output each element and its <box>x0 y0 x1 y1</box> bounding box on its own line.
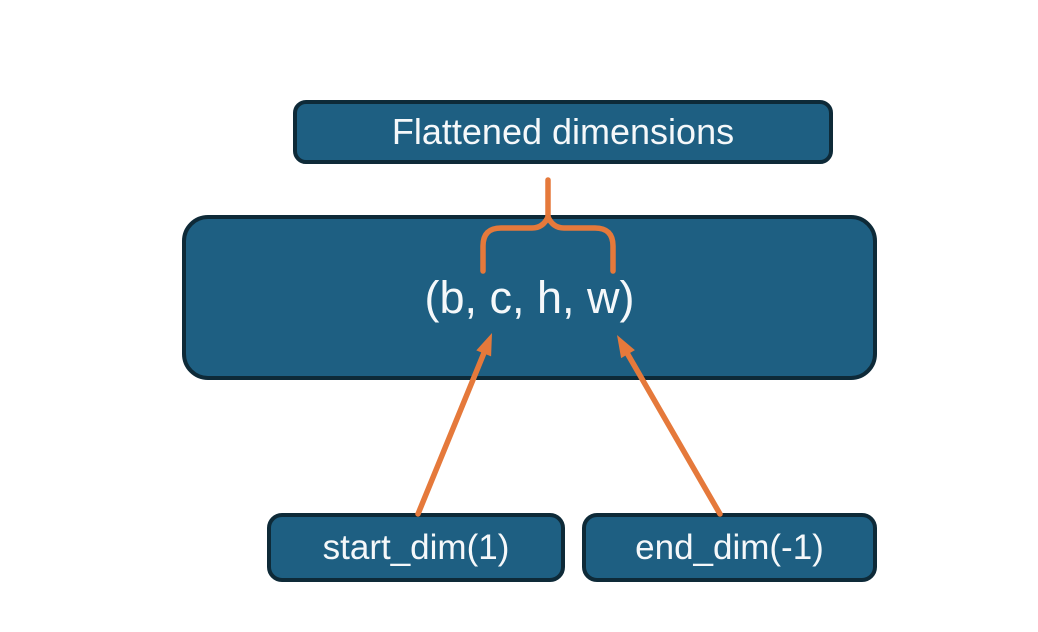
tensor-shape-box: (b, c, h, w) <box>182 215 877 380</box>
start-dim-box: start_dim(1) <box>267 513 565 582</box>
start-dim-label: start_dim(1) <box>322 527 510 567</box>
flattened-dimensions-label: Flattened dimensions <box>391 111 735 152</box>
flattened-dimensions-box: Flattened dimensions <box>293 100 833 164</box>
tensor-shape-label: (b, c, h, w) <box>424 271 635 323</box>
end-dim-box: end_dim(-1) <box>582 513 877 582</box>
end-dim-label: end_dim(-1) <box>635 527 824 567</box>
